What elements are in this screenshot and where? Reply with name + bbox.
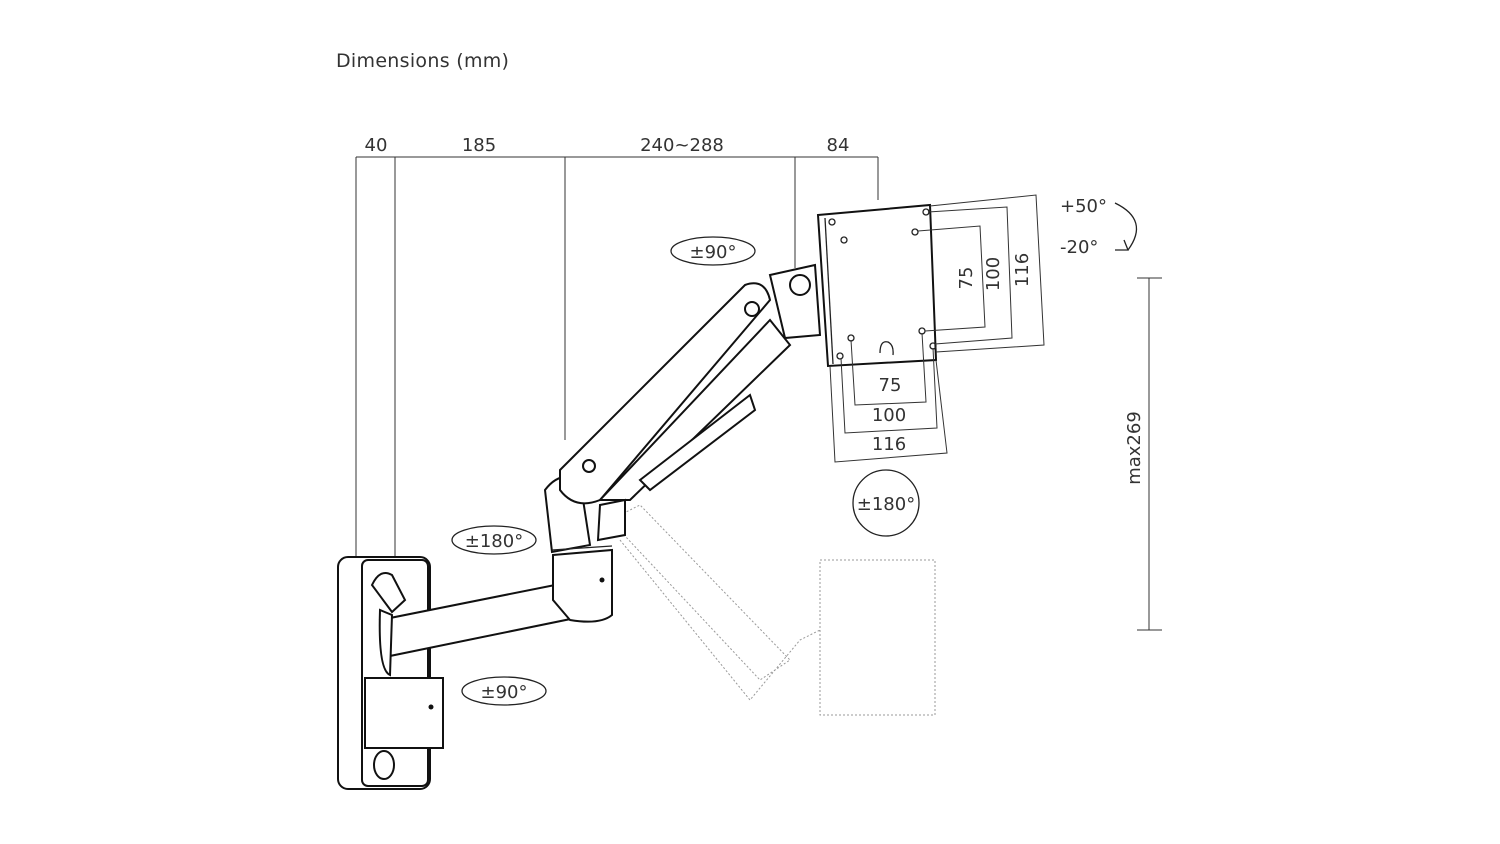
rotate-arrow-icon: [670, 236, 756, 266]
rotate-arrow-icon: [451, 525, 537, 555]
vesa-plate: [816, 203, 938, 368]
rotation-wall-base: ±90°: [481, 682, 528, 703]
dim-wall-depth: 40: [365, 135, 388, 156]
rotation-top-arm: ±90°: [690, 242, 737, 263]
dim-head: 84: [827, 135, 850, 156]
tilt-head: [768, 263, 822, 340]
dim-first-arm: 185: [462, 135, 496, 156]
height-range-label: max269: [1124, 411, 1145, 485]
vesa-horizontal-116: 116: [872, 434, 906, 455]
first-arm: [378, 475, 613, 677]
rotate-arrow-icon: [461, 676, 547, 706]
tilt-up-label: +50°: [1060, 196, 1107, 217]
second-arm: [559, 282, 792, 542]
vesa-horizontal-100: 100: [872, 405, 906, 426]
dim-second-arm: 240~288: [640, 135, 724, 156]
vesa-horizontal-75: 75: [879, 375, 902, 396]
rotation-monitor: ±180°: [857, 494, 915, 515]
tilt-down-label: -20°: [1060, 237, 1098, 258]
diagram-title: Dimensions (mm): [336, 50, 510, 72]
top-dimension-lines: [355, 156, 879, 560]
vesa-dimension-lines: [829, 194, 1045, 463]
height-dimension-line: [1137, 277, 1162, 631]
tilt-arrow-icon: [1114, 202, 1137, 251]
ghost-lower-position: [609, 504, 936, 716]
rotate-arrow-icon: [852, 469, 920, 537]
rotation-arm-joint: ±180°: [465, 531, 523, 552]
vesa-vertical-100: 100: [983, 257, 1004, 291]
vesa-vertical-75: 75: [956, 267, 977, 290]
vesa-vertical-116: 116: [1012, 253, 1033, 287]
